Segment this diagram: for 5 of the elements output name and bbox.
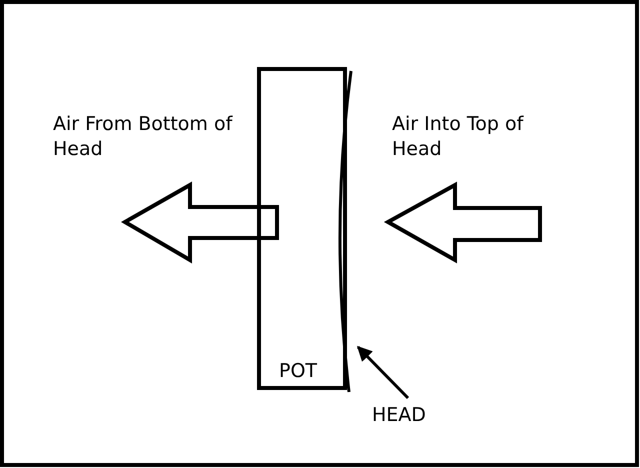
part-label: HEAD — [372, 402, 442, 428]
flow-label: Air Into Top of Head — [392, 112, 525, 162]
flow-label: Air From Bottom of Head — [53, 112, 234, 162]
leader-arrow — [356, 346, 410, 400]
pot-label: POT — [279, 360, 318, 382]
